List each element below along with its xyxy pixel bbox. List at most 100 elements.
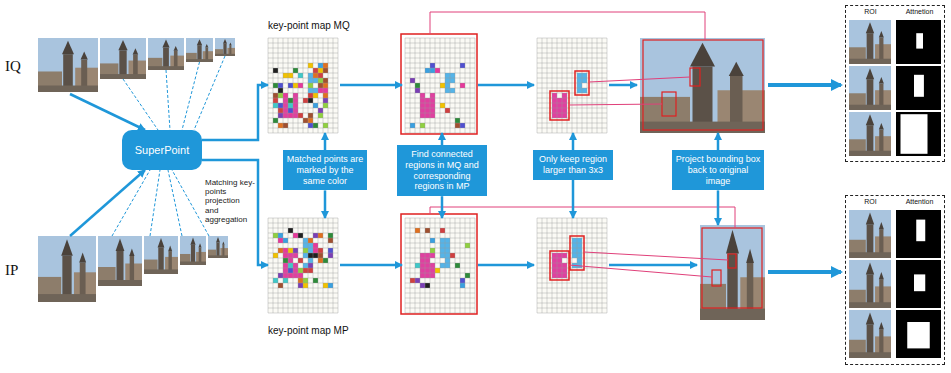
- keypoint-grid: [405, 38, 475, 133]
- grid-line: [338, 38, 339, 133]
- region-box: [575, 71, 589, 95]
- connector: [324, 190, 327, 218]
- keypoint-cell: [273, 103, 278, 108]
- photo: [849, 310, 891, 358]
- photo-spire: [866, 212, 874, 224]
- projected-box: [712, 270, 721, 286]
- keypoint-cell: [445, 78, 450, 83]
- keypoint-cell: [288, 98, 293, 103]
- grid-line: [537, 263, 607, 264]
- keypoint-cell: [298, 268, 303, 273]
- grid-line: [333, 218, 334, 313]
- keypoint-cell: [450, 253, 455, 258]
- photo-ground: [38, 86, 98, 92]
- grid-line: [268, 298, 338, 299]
- keypoint-cell: [445, 108, 450, 113]
- keypoint-cell: [445, 238, 450, 243]
- keypoint-cell: [303, 278, 308, 283]
- keypoint-cell: [552, 108, 557, 113]
- grid-line: [420, 38, 421, 133]
- photo-ground: [849, 352, 891, 358]
- keypoint-cell: [278, 248, 283, 253]
- feeder-line: [182, 62, 200, 130]
- attention-region: [916, 33, 923, 48]
- keypoint-cell: [425, 98, 430, 103]
- keypoint-cell: [415, 278, 420, 283]
- keypoint-cell: [572, 253, 577, 258]
- node-text: SuperPoint: [135, 144, 189, 156]
- attention-mask: [896, 210, 941, 258]
- photo: [700, 225, 765, 320]
- grid-line: [268, 108, 338, 109]
- keypoint-cell: [562, 268, 567, 273]
- keypoint-cell: [577, 253, 582, 258]
- keypoint-cell: [308, 88, 313, 93]
- region-box: [401, 214, 477, 314]
- keypoint-cell: [293, 93, 298, 98]
- keypoint-cell: [273, 118, 278, 123]
- grid-line: [475, 38, 476, 133]
- grid-line: [268, 63, 338, 64]
- keypoint-cell: [278, 113, 283, 118]
- keypoint-cell: [552, 258, 557, 263]
- grid-line: [405, 113, 475, 114]
- keypoint-cell: [445, 243, 450, 248]
- photo-sky: [38, 236, 96, 302]
- grid-line: [537, 283, 607, 284]
- photo: [180, 236, 206, 265]
- keypoint-cell: [430, 273, 435, 278]
- grid-line: [537, 53, 607, 54]
- keypoint-cell: [557, 113, 562, 118]
- projection-line: [584, 252, 728, 260]
- grid-line: [405, 103, 475, 104]
- grid-line: [405, 98, 475, 99]
- grid-line: [537, 108, 607, 109]
- keypoint-cell: [283, 108, 288, 113]
- photo: [100, 38, 146, 79]
- grid-line: [268, 273, 338, 274]
- photo-ground: [849, 252, 891, 258]
- keypoint-cell: [318, 68, 323, 73]
- keypoint-grid: [268, 38, 338, 133]
- keypoint-cell: [440, 263, 445, 268]
- grid-line: [537, 273, 607, 274]
- grid-ground: [537, 38, 607, 133]
- grid-line: [537, 98, 607, 99]
- keypoint-cell: [293, 233, 298, 238]
- grid-line: [537, 228, 607, 229]
- keypoint-cell: [293, 268, 298, 273]
- grid-line: [537, 128, 607, 129]
- grid-line: [405, 68, 475, 69]
- photo-spire: [62, 41, 74, 55]
- node-text: ROI: [846, 196, 895, 205]
- feeder-line: [168, 170, 182, 236]
- keypoint-cell: [273, 83, 278, 88]
- grid-line: [405, 218, 475, 219]
- photo-ground: [180, 262, 206, 265]
- keypoint-cell: [440, 228, 445, 233]
- grid-line: [405, 38, 475, 39]
- grid-line: [405, 123, 475, 124]
- flow-arrow: [340, 264, 402, 267]
- grid-line: [537, 63, 607, 64]
- keypoint-cell: [425, 103, 430, 108]
- keypoint-cell: [460, 283, 465, 288]
- grid-line: [420, 218, 421, 313]
- grid-line: [405, 108, 475, 109]
- keypoint-cell: [557, 108, 562, 113]
- photo-sky: [849, 66, 891, 110]
- grid-line: [537, 238, 607, 239]
- grid-line: [430, 218, 431, 313]
- feeder-line: [172, 170, 209, 236]
- attention-region: [914, 274, 925, 291]
- grid-line: [537, 303, 607, 304]
- feeder-line: [112, 170, 150, 236]
- keypoint-cell: [552, 268, 557, 273]
- photo-spire: [158, 238, 165, 248]
- photo: [38, 236, 96, 302]
- connector: [202, 160, 268, 265]
- projection-line: [430, 12, 705, 40]
- keypoint-cell: [308, 123, 313, 128]
- grid-line: [465, 38, 466, 133]
- keypoint-cell: [293, 98, 298, 103]
